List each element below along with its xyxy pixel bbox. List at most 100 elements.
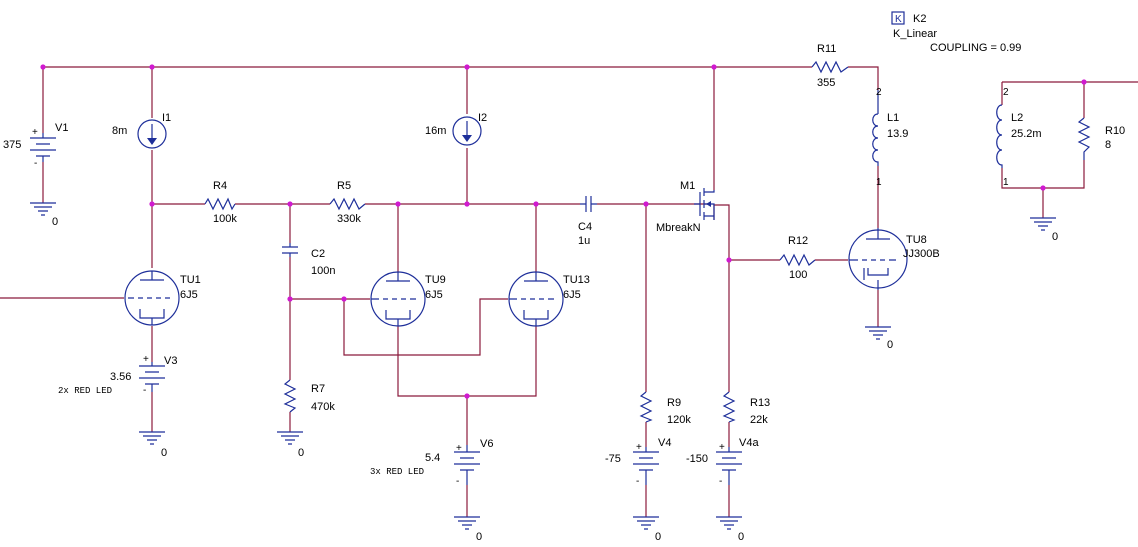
r4-value: 100k	[213, 213, 237, 225]
r7-resistor[interactable]: R7 470k	[283, 379, 335, 413]
tu13-ref: TU13	[563, 274, 590, 286]
m1-model: MbreakN	[656, 222, 701, 234]
m1-ref: M1	[680, 180, 695, 192]
gnd-label: 0	[738, 531, 744, 543]
i1-ref: I1	[162, 112, 171, 124]
v3-note: 2x RED LED	[58, 386, 112, 396]
i2-current-source[interactable]: I2 16m	[425, 112, 487, 146]
gnd-v6: 0	[454, 516, 482, 543]
l1-inductor[interactable]: 2 1 L1 13.9	[872, 87, 909, 188]
r10-ref: R10	[1105, 125, 1125, 137]
gnd-r7: 0	[277, 431, 304, 459]
r9-resistor[interactable]: R9 120k	[639, 391, 691, 426]
v3-source[interactable]: + - V3 3.56 2x RED LED	[58, 354, 177, 396]
v4-value: -75	[605, 453, 621, 465]
l1-ref: L1	[887, 112, 899, 124]
l2-pin-top: 2	[1003, 87, 1009, 98]
svg-text:-: -	[34, 158, 37, 169]
c4-ref: C4	[578, 221, 592, 233]
r12-resistor[interactable]: R12 100	[779, 235, 816, 281]
r5-resistor[interactable]: R5 330k	[329, 180, 366, 225]
v6-ref: V6	[480, 438, 493, 450]
r10-resistor[interactable]: R10 8	[1077, 117, 1125, 160]
svg-text:+: +	[143, 354, 149, 365]
gnd-v4: 0	[633, 516, 661, 543]
gnd-label: 0	[52, 216, 58, 228]
r11-ref: R11	[817, 43, 836, 55]
tu8-model: JJ300B	[903, 248, 940, 260]
v4-source[interactable]: + - V4 -75	[605, 437, 671, 487]
l2-value: 25.2m	[1011, 128, 1042, 140]
r4-ref: R4	[213, 180, 227, 192]
tu13-tube[interactable]: TU13 6J5	[508, 271, 590, 327]
i2-ref: I2	[478, 112, 487, 124]
i1-current-source[interactable]: I1 8m	[112, 112, 171, 149]
tu9-model: 6J5	[425, 289, 443, 301]
tu1-ref: TU1	[180, 274, 201, 286]
svg-text:K: K	[895, 14, 902, 25]
k2-model: K_Linear	[893, 28, 937, 40]
v1-value: 375	[3, 139, 21, 151]
c4-capacitor[interactable]: C4 1u	[578, 196, 597, 247]
gnd-label: 0	[161, 447, 167, 459]
v6-source[interactable]: + - V6 5.4 3x RED LED	[370, 438, 493, 487]
svg-text:-: -	[143, 385, 146, 396]
r13-resistor[interactable]: R13 22k	[722, 391, 770, 426]
v6-note: 3x RED LED	[370, 467, 424, 477]
gnd-label: 0	[1052, 231, 1058, 243]
r12-value: 100	[789, 269, 807, 281]
i1-value: 8m	[112, 125, 127, 137]
gnd-tu8: 0	[865, 326, 893, 351]
gnd-label: 0	[887, 339, 893, 351]
r7-ref: R7	[311, 383, 325, 395]
k2-coupling[interactable]: K K2 K_Linear COUPLING = 0.99	[891, 11, 1021, 54]
gnd-label: 0	[476, 531, 482, 543]
r11-resistor[interactable]: R11 355	[811, 43, 849, 89]
r5-ref: R5	[337, 180, 351, 192]
l1-pin-top: 2	[876, 87, 882, 98]
tu9-tube[interactable]: TU9 6J5	[370, 271, 446, 327]
l2-pin-bottom: 1	[1003, 177, 1009, 188]
k2-ref: K2	[913, 13, 926, 25]
tu1-model: 6J5	[180, 289, 198, 301]
r11-value: 355	[817, 77, 835, 89]
gnd-v3: 0	[139, 431, 167, 459]
v6-value: 5.4	[425, 452, 440, 464]
v1-source[interactable]: + - V1 375	[3, 122, 68, 169]
svg-text:+: +	[719, 442, 725, 453]
v4a-ref: V4a	[739, 437, 759, 449]
tu8-tube[interactable]: TU8 JJ300B	[848, 228, 940, 290]
r5-value: 330k	[337, 213, 361, 225]
l1-value: 13.9	[887, 128, 908, 140]
r13-value: 22k	[750, 414, 768, 426]
m1-mosfet[interactable]: M1 MbreakN	[656, 180, 715, 234]
k2-coupling-value: COUPLING = 0.99	[930, 42, 1021, 54]
svg-text:-: -	[719, 476, 722, 487]
c2-capacitor[interactable]: C2 100n	[282, 243, 335, 277]
v4a-source[interactable]: + - V4a -150	[686, 437, 759, 487]
v1-ref: V1	[55, 122, 68, 134]
r4-resistor[interactable]: R4 100k	[204, 180, 237, 225]
gnd-v1: 0	[30, 202, 58, 228]
v3-ref: V3	[164, 355, 177, 367]
l1-pin-bottom: 1	[876, 177, 882, 188]
r13-ref: R13	[750, 397, 770, 409]
c2-value: 100n	[311, 265, 335, 277]
l2-ref: L2	[1011, 112, 1023, 124]
junction-dots	[40, 64, 1087, 399]
r7-value: 470k	[311, 401, 335, 413]
svg-text:-: -	[636, 476, 639, 487]
wires	[0, 66, 1138, 517]
gnd-label: 0	[655, 531, 661, 543]
tu1-tube[interactable]: TU1 6J5	[124, 270, 201, 326]
l2-inductor[interactable]: 2 1 L2 25.2m	[996, 87, 1042, 188]
v4-ref: V4	[658, 437, 671, 449]
svg-text:-: -	[456, 476, 459, 487]
svg-text:+: +	[456, 443, 462, 454]
svg-text:+: +	[636, 442, 642, 453]
tu9-ref: TU9	[425, 274, 446, 286]
k-box-icon	[891, 11, 905, 25]
r9-value: 120k	[667, 414, 691, 426]
gnd-v4a: 0	[716, 516, 744, 543]
